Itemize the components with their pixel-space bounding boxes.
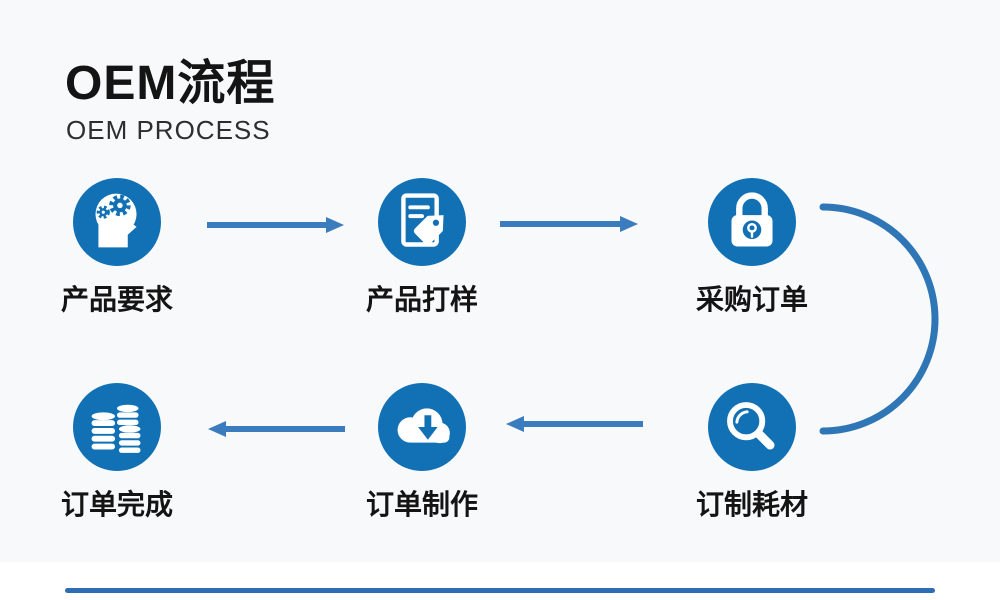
footer-accent-bar [65, 588, 935, 593]
step-product-sampling: 产品打样 [347, 178, 497, 318]
step-purchase-order: 采购订单 [677, 178, 827, 318]
page-subtitle: OEM PROCESS [66, 114, 271, 145]
diagram-canvas: OEM流程 OEM PROCESS [42, 57, 939, 523]
head-gears-icon [73, 178, 161, 266]
step-label: 订制耗材 [695, 489, 808, 520]
padlock-icon [708, 178, 796, 266]
step-label: 订单制作 [365, 489, 478, 520]
step-product-requirements: 产品要求 [42, 178, 192, 318]
cloud-download-icon [378, 383, 466, 471]
page-header: OEM流程 OEM PROCESS [65, 57, 276, 146]
step-order-production: 订单制作 [347, 383, 497, 523]
arc-purchase-to-consumables [819, 203, 939, 435]
step-custom-consumables: 订制耗材 [677, 383, 827, 523]
coin-stacks-icon [73, 383, 161, 471]
step-label: 产品要求 [60, 284, 173, 315]
step-order-complete: 订单完成 [42, 383, 192, 523]
magnifier-icon [708, 383, 796, 471]
step-label: 产品打样 [365, 284, 478, 315]
page-title: OEM流程 [65, 57, 276, 110]
step-label: 采购订单 [695, 284, 808, 315]
step-label: 订单完成 [60, 489, 173, 520]
document-tag-icon [378, 178, 466, 266]
